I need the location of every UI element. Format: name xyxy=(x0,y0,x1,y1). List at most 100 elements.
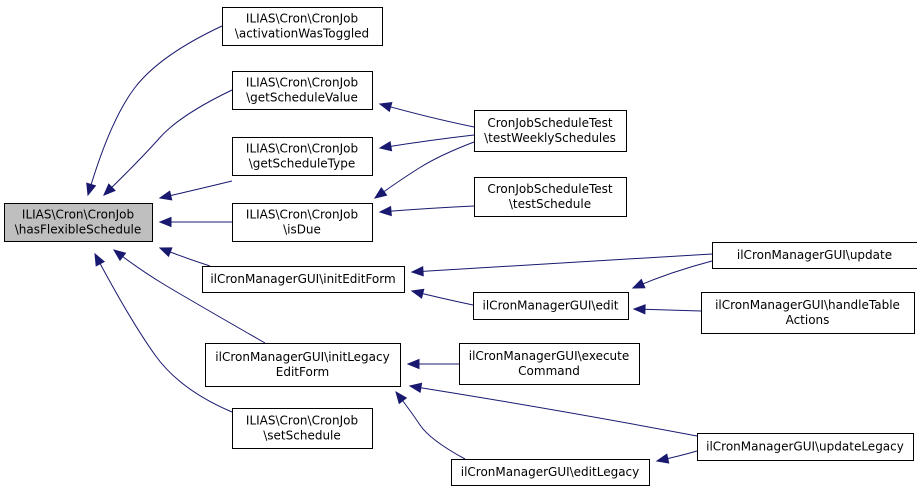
edge-line xyxy=(87,25,223,196)
node-label-line: ilCronManagerGUI\updateLegacy xyxy=(706,440,904,454)
node-initEdit[interactable]: ilCronManagerGUI\initEditForm xyxy=(202,266,405,293)
node-label-line: \activationWasToggled xyxy=(235,27,369,41)
edge-line xyxy=(395,391,466,460)
arrowhead-icon xyxy=(158,190,173,201)
edges-layer xyxy=(86,25,713,464)
edge-line xyxy=(374,141,475,199)
arrowhead-icon xyxy=(406,358,420,370)
node-label-line: Command xyxy=(518,364,580,378)
node-label-line: \isDue xyxy=(283,223,321,237)
node-label-line: CronJobScheduleTest xyxy=(487,182,613,196)
node-label-line: ilCronManagerGUI\execute xyxy=(469,349,630,363)
edge-setSchedule-to-root xyxy=(94,252,233,413)
node-activation[interactable]: ILIAS\Cron\CronJob\activationWasToggled xyxy=(222,7,383,46)
node-label-line: ILIAS\Cron\CronJob xyxy=(246,12,358,26)
node-label-line: \getScheduleType xyxy=(249,157,355,171)
node-isDue[interactable]: ILIAS\Cron\CronJob\isDue xyxy=(232,203,373,242)
node-getType[interactable]: ILIAS\Cron\CronJob\getScheduleType xyxy=(232,137,373,176)
node-label-line: ILIAS\Cron\CronJob xyxy=(246,76,358,90)
node-label-line: EditForm xyxy=(276,365,329,379)
node-box xyxy=(4,203,153,242)
edge-initEdit-to-root xyxy=(158,247,211,267)
node-label-line: Actions xyxy=(786,313,830,327)
arrowhead-icon xyxy=(410,266,424,277)
edge-testWeekly-to-isDue xyxy=(373,141,475,199)
node-updateLegacy[interactable]: ilCronManagerGUI\updateLegacy xyxy=(697,433,914,461)
edge-line xyxy=(379,134,475,149)
node-box xyxy=(712,242,917,269)
edge-execute-to-initLegacy xyxy=(406,358,459,370)
node-box xyxy=(701,292,915,334)
node-editLegacy[interactable]: ilCronManagerGUI\editLegacy xyxy=(451,459,650,486)
edge-activation-to-root xyxy=(86,25,223,197)
edge-line xyxy=(411,253,713,273)
node-testWeekly[interactable]: CronJobScheduleTest\testWeeklySchedules xyxy=(474,110,627,152)
node-label-line: ilCronManagerGUI\initEditForm xyxy=(210,272,395,286)
node-box xyxy=(202,266,405,293)
edge-getType-to-root xyxy=(158,180,233,201)
arrowhead-icon xyxy=(158,216,172,228)
edge-editLegacy-to-initLegacy xyxy=(395,390,466,460)
node-label-line: ilCronManagerGUI\edit xyxy=(483,299,619,313)
node-box xyxy=(232,137,373,176)
node-label-line: ILIAS\Cron\CronJob xyxy=(22,208,134,222)
edge-update-to-initEdit xyxy=(410,253,713,277)
edge-line xyxy=(379,103,475,128)
edge-testWeekly-to-getType xyxy=(378,134,475,152)
node-box xyxy=(474,177,627,217)
node-box xyxy=(232,71,373,110)
edge-edit-to-initEdit xyxy=(410,288,474,306)
node-label-line: \getScheduleValue xyxy=(246,91,358,105)
arrowhead-icon xyxy=(632,304,646,315)
edge-update-to-edit xyxy=(631,260,713,289)
node-label-line: ilCronManagerGUI\editLegacy xyxy=(461,465,640,479)
node-box xyxy=(232,203,373,242)
node-setSchedule[interactable]: ILIAS\Cron\CronJob\setSchedule xyxy=(232,408,373,449)
node-label-line: ILIAS\Cron\CronJob xyxy=(246,142,358,156)
node-root[interactable]: ILIAS\Cron\CronJob\hasFlexibleSchedule xyxy=(4,203,153,242)
edge-getValue-to-root xyxy=(103,89,233,196)
node-box xyxy=(474,110,627,152)
edge-initLegacy-to-root xyxy=(112,249,266,344)
edge-isDue-to-root xyxy=(158,216,232,228)
edge-line xyxy=(113,249,266,344)
node-box xyxy=(459,343,640,385)
edge-updateLegacy-to-initLegacy xyxy=(408,382,698,437)
node-update[interactable]: ilCronManagerGUI\update xyxy=(712,242,917,269)
arrowhead-icon xyxy=(395,390,408,405)
arrowhead-icon xyxy=(103,183,116,196)
node-box xyxy=(451,459,650,486)
arrowhead-icon xyxy=(378,102,393,113)
node-box xyxy=(473,292,629,320)
node-box xyxy=(697,433,914,461)
node-testSchedule[interactable]: CronJobScheduleTest\testSchedule xyxy=(474,177,627,217)
node-label-line: \testWeeklySchedules xyxy=(484,131,616,145)
node-label-line: ilCronManagerGUI\update xyxy=(737,248,892,262)
edge-line xyxy=(94,253,233,413)
arrowhead-icon xyxy=(94,252,106,267)
node-box xyxy=(232,408,373,449)
arrowhead-icon xyxy=(112,249,127,262)
node-edit[interactable]: ilCronManagerGUI\edit xyxy=(473,292,629,320)
node-label-line: \setSchedule xyxy=(263,429,341,443)
node-getValue[interactable]: ILIAS\Cron\CronJob\getScheduleValue xyxy=(232,71,373,110)
arrowhead-icon xyxy=(373,187,388,199)
node-label-line: \hasFlexibleSchedule xyxy=(15,223,142,237)
arrowhead-icon xyxy=(378,141,393,152)
nodes-layer: ILIAS\Cron\CronJob\hasFlexibleScheduleIL… xyxy=(4,7,917,486)
edge-handleTable-to-edit xyxy=(632,304,702,315)
edge-updateLegacy-to-editLegacy xyxy=(655,450,698,464)
edge-line xyxy=(409,385,698,437)
node-box xyxy=(205,343,401,387)
arrowhead-icon xyxy=(408,382,423,393)
arrowhead-icon xyxy=(655,453,670,464)
arrowhead-icon xyxy=(158,247,173,258)
node-label-line: ILIAS\Cron\CronJob xyxy=(246,208,358,222)
arrowhead-icon xyxy=(86,182,97,197)
arrowhead-icon xyxy=(410,288,425,299)
edge-testSchedule-to-isDue xyxy=(378,205,475,217)
